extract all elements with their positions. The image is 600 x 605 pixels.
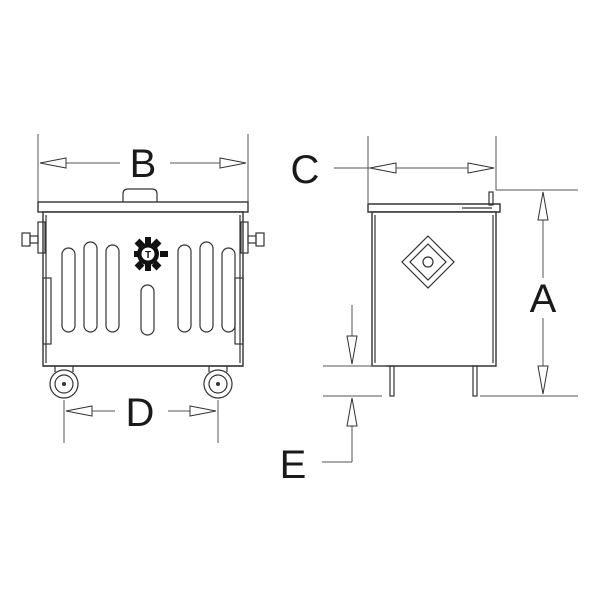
hazard-diamond-icon — [401, 235, 455, 289]
logo-letter: T — [145, 250, 151, 261]
side-view: C A — [280, 136, 578, 487]
slot-6 — [221, 247, 236, 333]
dim-c-arrow-right — [467, 162, 495, 174]
dim-e-arrow-bottom — [346, 397, 358, 427]
wheel-right-icon — [203, 366, 233, 399]
slot-5 — [199, 241, 214, 333]
dim-e-arrow-top — [346, 335, 358, 365]
dim-b-label: B — [130, 142, 157, 186]
side-hinge — [488, 191, 494, 206]
slot-1 — [61, 247, 76, 333]
lid — [37, 201, 249, 213]
side-leg-left — [389, 365, 395, 397]
side-leg-right — [472, 365, 478, 397]
front-view: B — [21, 134, 265, 443]
dim-b-arrow-left — [39, 157, 67, 169]
gear-logo-icon: T — [134, 237, 168, 271]
dim-a-arrow-bottom — [537, 365, 549, 395]
dim-d-arrow-right — [189, 405, 217, 417]
slot-center — [140, 284, 155, 336]
side-body — [371, 211, 497, 367]
slot-4 — [177, 244, 192, 333]
dim-c-label: C — [291, 148, 320, 192]
lid-handle-icon — [122, 188, 158, 203]
dim-b-arrow-right — [219, 157, 247, 169]
slot-2 — [83, 241, 98, 333]
dim-a-arrow-top — [537, 191, 549, 221]
dim-d-label: D — [126, 391, 155, 435]
slot-3 — [105, 244, 120, 333]
side-handle-right-icon — [240, 221, 265, 254]
dim-a-label: A — [530, 277, 557, 321]
dim-d-arrow-left — [65, 405, 93, 417]
side-rail-left — [42, 277, 52, 345]
side-handle-left-icon — [21, 221, 46, 254]
side-lid — [367, 203, 501, 213]
dim-e-label: E — [280, 443, 307, 487]
wheel-left-icon — [49, 366, 79, 399]
dim-c-arrow-left — [369, 162, 397, 174]
